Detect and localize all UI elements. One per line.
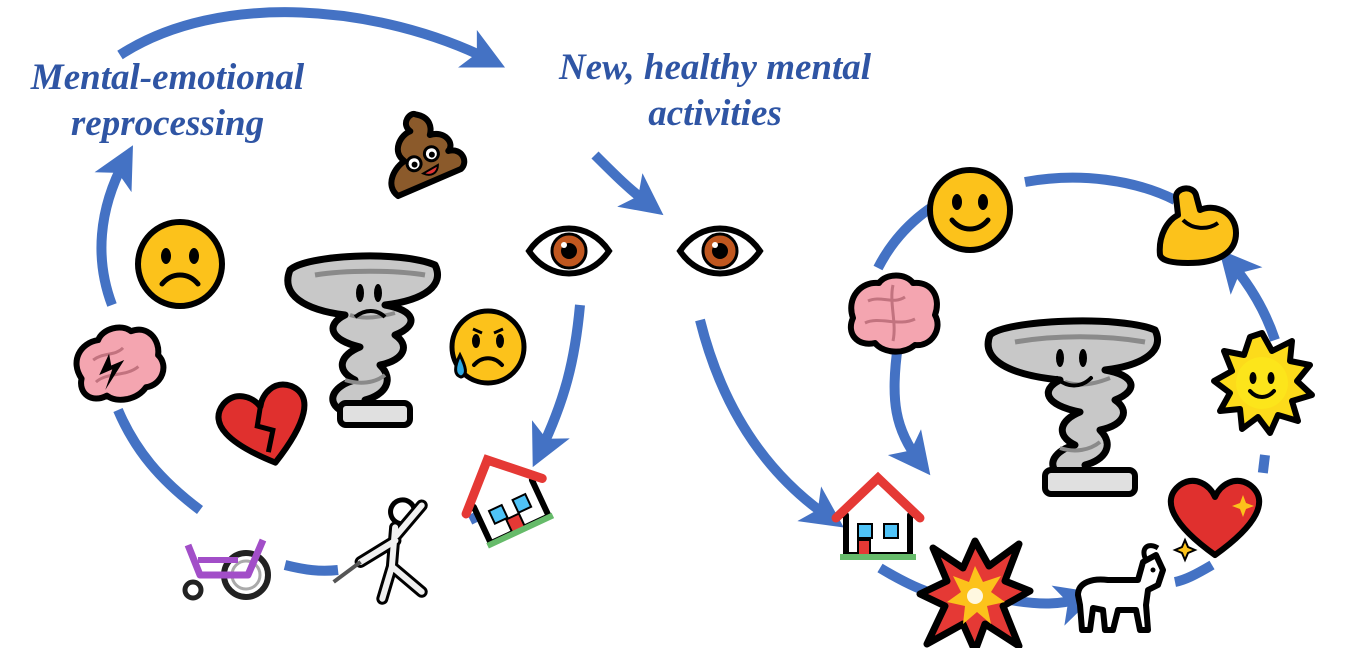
caption-line: reprocessing (70, 103, 265, 144)
caption-line: New, healthy mental (558, 47, 872, 88)
arrow-bottom-right-arc (1173, 560, 1215, 587)
caption-mental-emotional-reprocessing: Mental-emotional reprocessing (0, 55, 335, 147)
arrow-left-upward (94, 145, 133, 307)
eye-icon (676, 225, 764, 277)
caption-line: activities (648, 93, 782, 134)
arrow-to-eyes (591, 151, 664, 216)
arrow-top-curve (117, 7, 506, 68)
arrow-right-up (1218, 249, 1280, 342)
arrow-eyes-to-house (695, 318, 844, 528)
eye-icon (525, 225, 613, 277)
frowning-face-icon (135, 219, 225, 309)
fencer-icon (332, 497, 428, 605)
brain-icon (847, 272, 941, 355)
collision-icon (916, 537, 1034, 648)
arrow-down-to-house (531, 304, 585, 468)
house-icon (831, 471, 925, 560)
wheelchair-icon (182, 538, 271, 601)
caption-new-healthy-activities: New, healthy mental activities (515, 45, 915, 137)
flexed-biceps-icon (1156, 185, 1239, 266)
arrow-top-arc (1024, 172, 1178, 205)
arrow-right-lower (1257, 454, 1270, 481)
tornado-happy-icon (984, 317, 1161, 497)
arrow-lower-left-arc (113, 408, 204, 514)
broken-heart-icon (215, 381, 308, 466)
caption-line: Mental-emotional (30, 57, 305, 98)
goat-icon (1075, 543, 1166, 633)
brain-lightning-icon (73, 324, 167, 403)
arrow-bottom-left (283, 560, 339, 576)
arrow-inner-left (887, 344, 931, 476)
poop-icon (388, 111, 468, 200)
tilted-house-icon (461, 454, 555, 549)
sun-face-icon (1211, 330, 1315, 436)
crying-face-icon (449, 308, 527, 386)
tornado-sad-icon (284, 252, 441, 428)
sparkling-heart-icon (1167, 477, 1263, 563)
smiling-face-icon (927, 167, 1013, 253)
